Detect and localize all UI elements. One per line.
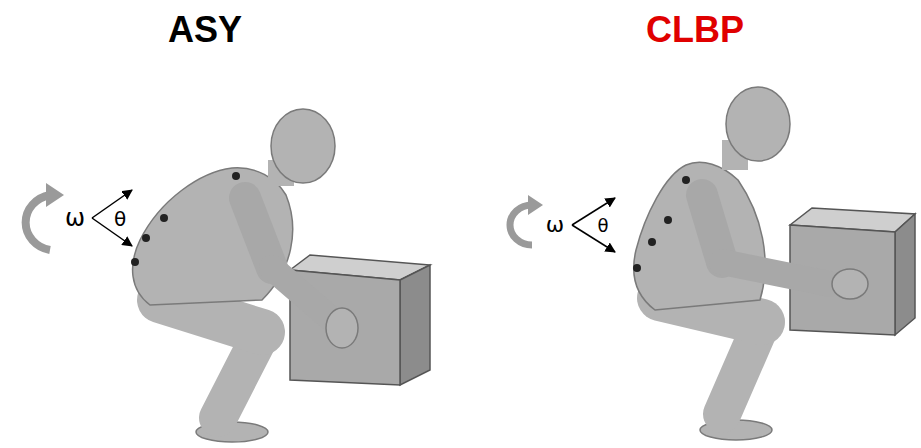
group-heading: CLBP <box>646 12 744 48</box>
angular-velocity-symbol: ω <box>546 214 564 236</box>
head <box>271 109 335 183</box>
angle-symbol: θ <box>114 209 126 229</box>
torso <box>634 162 765 310</box>
box <box>290 255 430 385</box>
angle-symbol: θ <box>597 217 608 235</box>
rotation-arrowhead <box>46 183 64 207</box>
torso <box>133 168 293 305</box>
clbp-figure <box>510 87 915 440</box>
group-heading: ASY <box>168 12 242 48</box>
thigh <box>160 300 262 332</box>
asy-figure <box>26 109 430 442</box>
head <box>726 87 790 161</box>
rotation-arrowhead <box>528 195 543 215</box>
angular-velocity-symbol: ω <box>65 206 85 230</box>
hand <box>326 308 358 348</box>
angle-arrow <box>572 198 615 225</box>
forearm <box>272 268 330 318</box>
spine-markers <box>131 172 240 266</box>
hand <box>832 269 868 299</box>
spine-markers <box>633 176 690 272</box>
forearm <box>722 262 830 284</box>
angle-arrow <box>572 225 615 252</box>
